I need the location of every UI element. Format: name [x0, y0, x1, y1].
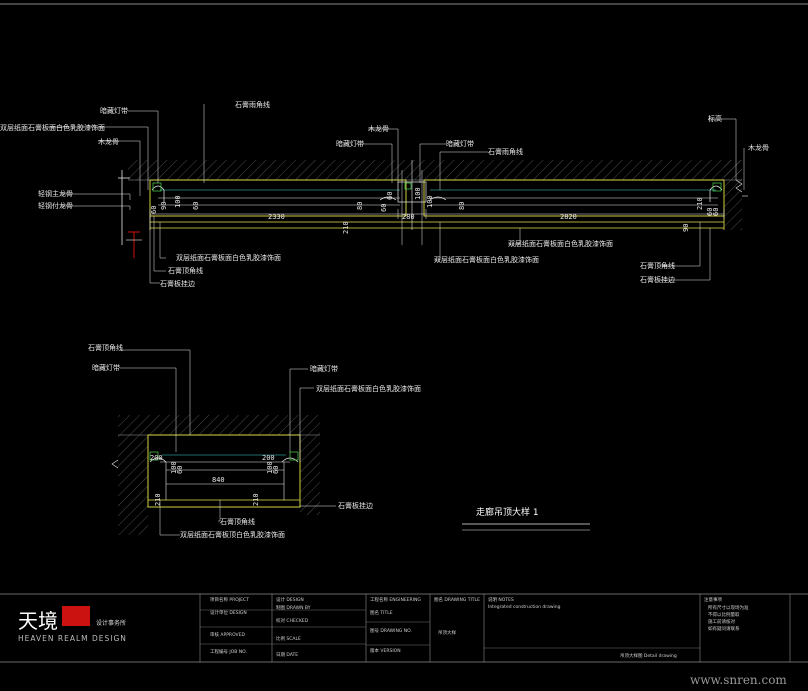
tb-text: 图名 TITLE — [370, 609, 393, 616]
ceiling-frame-right — [423, 179, 725, 217]
tb-text: 版本 VERSION — [370, 647, 401, 654]
tb-text: 吊顶大样图 Detail drawing — [620, 652, 677, 659]
detail-title: 走廊吊顶大样 1 — [476, 506, 539, 518]
tb-text: 设计单位 DESIGN — [210, 609, 247, 616]
label: 木龙骨 — [368, 124, 389, 133]
ceiling-box — [147, 434, 301, 508]
dimension: 100 — [170, 461, 178, 474]
label: 轻钢付龙骨 — [38, 201, 73, 210]
section-1: 暗藏灯带 石膏雨角线 双层纸面石膏板面白色乳胶漆饰面 木龙骨 轻钢主龙骨 轻钢付… — [0, 100, 769, 288]
dimension: 90 — [160, 202, 168, 210]
title-block: 项目名称 PROJECT 设计单位 DESIGN 审核 APPROVED 工程编… — [0, 593, 808, 663]
label: 石膏顶角线 — [220, 517, 255, 526]
tb-text: 设计 DESIGN — [276, 596, 304, 603]
dimension: 100 — [174, 195, 182, 208]
logo-sub: 设计事务所 — [96, 619, 126, 627]
dimension: 100 — [426, 195, 434, 208]
label: 石膏雨角线 — [235, 100, 270, 109]
section-2: 石膏顶角线 暗藏灯带 暗藏灯带 双层纸面石膏板面白色乳胶漆饰面 石膏板挂边 石膏… — [88, 343, 590, 539]
dimension: 60 — [272, 466, 280, 474]
dimension: 280 — [402, 213, 415, 221]
dimension: 60 — [150, 206, 158, 214]
label: 暗藏灯带 — [310, 364, 338, 373]
dimension: 210 — [342, 221, 350, 234]
tb-text: 图名 DRAWING TITLE — [434, 596, 480, 603]
label: 双层纸面石膏板面白色乳胶漆饰面 — [0, 123, 105, 132]
dimension: 90 — [682, 224, 690, 232]
company-logo: 天境 设计事务所 HEAVEN REALM DESIGN — [18, 606, 127, 643]
label: 双层纸面石膏板顶白色乳胶漆饰面 — [180, 530, 285, 539]
tb-text: 工程名称 ENGINEERING — [370, 596, 421, 603]
tb-text: 如有疑问请联系 — [708, 625, 740, 632]
label: 暗藏灯带 — [100, 106, 128, 115]
tb-text: 说明 NOTES — [488, 596, 514, 603]
dimension: 210 — [252, 493, 260, 506]
label: 轻钢主龙骨 — [38, 189, 73, 198]
top-slab-hatch — [118, 415, 320, 435]
tb-text: 制图 DRAWN BY — [276, 604, 311, 611]
dimension: 60 — [712, 208, 720, 216]
label: 木龙骨 — [98, 137, 119, 146]
watermark: www.snren.com — [690, 673, 787, 687]
tb-text: 不得以比例量取 — [708, 611, 740, 618]
label: 石膏板挂边 — [160, 279, 195, 288]
logo-cn: 天境 — [18, 609, 58, 633]
label: 暗藏灯带 — [92, 363, 120, 372]
dimension: 2330 — [268, 213, 285, 221]
tb-text: 校对 CHECKED — [276, 617, 309, 624]
label: 双层纸面石膏板面白色乳胶漆饰面 — [508, 239, 613, 248]
dimension: 60 — [386, 192, 394, 200]
slab-hatch — [128, 160, 742, 180]
dimension: 60 — [176, 466, 184, 474]
label: 石膏顶角线 — [640, 261, 675, 270]
tb-text: 比例 SCALE — [276, 635, 301, 642]
label: 石膏板挂边 — [640, 275, 675, 284]
tb-text: Integrated construction drawing — [488, 604, 561, 610]
label: 石膏顶角线 — [88, 343, 123, 352]
dimension: 200 — [150, 454, 163, 462]
dimension: 200 — [262, 454, 275, 462]
dimension: 210 — [696, 197, 704, 210]
tb-text: 吊顶大样 — [438, 629, 456, 636]
dimension: 80 — [356, 202, 364, 210]
tb-text: 审核 APPROVED — [210, 631, 245, 638]
label: 双层纸面石膏板面白色乳胶漆饰面 — [316, 384, 421, 393]
label: 双层纸面石膏板面白色乳胶漆饰面 — [176, 253, 281, 262]
dimension: 60 — [192, 202, 200, 210]
label: 双层纸面石膏板面白色乳胶漆饰面 — [434, 255, 539, 264]
dimension: 60 — [380, 204, 388, 212]
dimension: 100 — [414, 187, 422, 200]
label: 木龙骨 — [748, 143, 769, 152]
label: 标高 — [708, 114, 722, 123]
label: 暗藏灯带 — [336, 139, 364, 148]
tb-text: 工程编号 JOB NO. — [210, 648, 247, 655]
dimension: 840 — [212, 476, 225, 484]
tb-text: 日期 DATE — [276, 652, 298, 658]
dimension: 2820 — [560, 213, 577, 221]
logo-seal — [62, 606, 90, 626]
right-wall-hatch-2 — [300, 435, 320, 515]
tb-text: 所有尺寸以现场为准 — [708, 604, 749, 611]
label: 暗藏灯带 — [446, 139, 474, 148]
tb-text: 施工前请核对 — [708, 618, 735, 625]
dimension: 80 — [458, 202, 466, 210]
dimension: 210 — [154, 493, 162, 506]
right-wall-hatch — [724, 160, 742, 230]
tb-text: 注意事项 — [704, 596, 722, 603]
label: 石膏板挂边 — [338, 501, 373, 510]
dimension: 100 — [266, 461, 274, 474]
dimension: 60 — [706, 208, 714, 216]
logo-en: HEAVEN REALM DESIGN — [18, 634, 127, 643]
ceiling-frame-left — [149, 179, 407, 217]
label: 石膏顶角线 — [168, 266, 203, 275]
tb-text: 图号 DRAWING NO. — [370, 628, 412, 634]
left-wall-hatch — [118, 435, 148, 535]
label: 石膏雨角线 — [488, 147, 523, 156]
tb-text: 项目名称 PROJECT — [210, 596, 249, 603]
